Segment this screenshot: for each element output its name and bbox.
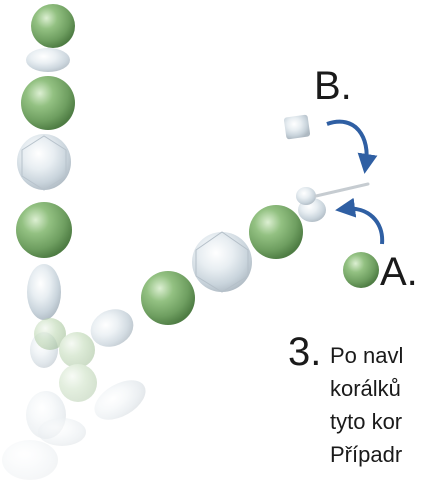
arrow-a-icon (335, 197, 385, 245)
crystal-bead-b (283, 114, 311, 140)
diagonal-bead-strand (90, 182, 370, 347)
step-instructions: Po navl korálků tyto kor Případr (330, 339, 434, 471)
step-number: 3. (288, 330, 322, 374)
step-line: Případr (330, 442, 403, 467)
step-line: tyto kor (330, 409, 403, 434)
pearl-bead-a (343, 252, 379, 288)
label-b: B. (314, 64, 352, 108)
step-line: Po navl (330, 343, 404, 368)
label-a: A. (380, 250, 418, 294)
step-line: korálků (330, 376, 401, 401)
arrow-b-icon (326, 119, 378, 174)
